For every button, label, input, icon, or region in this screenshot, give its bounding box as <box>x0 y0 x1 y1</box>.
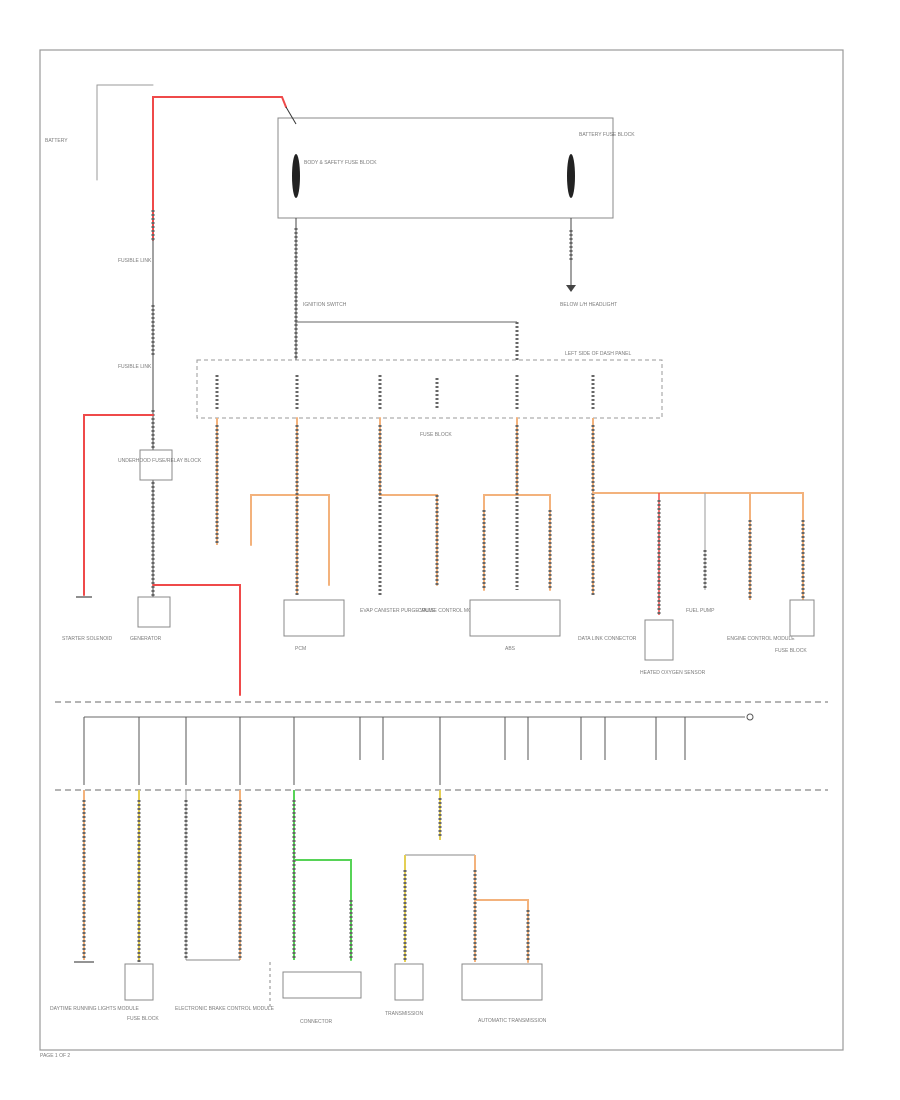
red-wire-main <box>152 96 287 241</box>
label-trans: TRANSMISSION <box>385 1011 423 1017</box>
label-fuse-block-main: LEFT SIDE OF DASH PANEL <box>565 351 631 357</box>
label-relay-box: UNDERHOOD FUSE/RELAY BLOCK <box>118 458 202 464</box>
pcm-box <box>283 599 345 637</box>
label-eco: EVAP CANISTER PURGE VALVE <box>360 608 436 614</box>
label-right-tag: FUSE BLOCK <box>775 648 807 654</box>
trans-box <box>394 963 424 1001</box>
label-electronic-brake: ELECTRONIC BRAKE CONTROL MODULE <box>175 1006 275 1012</box>
label-fuel-pump: FUEL PUMP <box>686 608 715 614</box>
auto-trans-box <box>461 963 543 1001</box>
diagram-frame <box>39 49 844 1051</box>
heated-o2-box <box>644 619 674 661</box>
label-heated-o2: HEATED OXYGEN SENSOR <box>640 670 706 676</box>
label-eng-control: ENGINE CONTROL MODULE <box>727 636 795 642</box>
generator-box <box>137 596 171 628</box>
label-generator: GENERATOR <box>130 636 162 642</box>
label-bottom-fuse: FUSE BLOCK <box>127 1016 159 1022</box>
bus-end-icon <box>746 713 754 721</box>
label-bottom-left: DAYTIME RUNNING LIGHTS MODULE <box>50 1006 139 1012</box>
label-abs: ABS <box>505 646 516 652</box>
relay-box <box>139 449 173 481</box>
right-comp-box <box>789 599 815 637</box>
label-pcm: PCM <box>295 646 306 652</box>
label-ign: IGNITION SWITCH <box>303 302 347 308</box>
red-wire-starter <box>83 414 154 596</box>
label-bus-left: BODY & SAFETY FUSE BLOCK <box>304 160 377 166</box>
label-ground: BELOW L/H HEADLIGHT <box>560 302 617 308</box>
label-fuse-block-sub: FUSE BLOCK <box>420 432 452 438</box>
label-auto-trans: AUTOMATIC TRANSMISSION <box>478 1018 547 1024</box>
battery-terminal-right <box>567 154 575 198</box>
label-bus-right: BATTERY FUSE BLOCK <box>579 132 635 138</box>
battery-terminal-left <box>292 154 300 198</box>
red-wire-generator <box>152 584 241 696</box>
ground-symbol-icon <box>566 285 576 292</box>
bottom-fuse-box <box>124 963 154 1001</box>
lower-drops <box>82 790 530 963</box>
label-data-link: DATA LINK CONNECTOR <box>578 636 637 642</box>
ecm-connector-box <box>282 971 362 999</box>
label-page-tag: PAGE 1 OF 2 <box>40 1053 70 1059</box>
label-cruise: CRUISE CONTROL MODULE <box>418 608 486 614</box>
abs-box <box>469 599 561 637</box>
lower-fuses <box>83 717 686 785</box>
label-starter: STARTER SOLENOID <box>62 636 112 642</box>
switch-contact <box>285 106 297 125</box>
label-battery: BATTERY <box>45 138 68 144</box>
label-fusible-2: FUSIBLE LINK <box>118 364 152 370</box>
label-fusible-1: FUSIBLE LINK <box>118 258 152 264</box>
fuse-row <box>215 375 595 410</box>
fuse-block-main <box>196 359 663 419</box>
orange-drops <box>215 417 805 615</box>
label-ecm-conn: CONNECTOR <box>300 1019 333 1025</box>
battery-box <box>277 117 614 219</box>
